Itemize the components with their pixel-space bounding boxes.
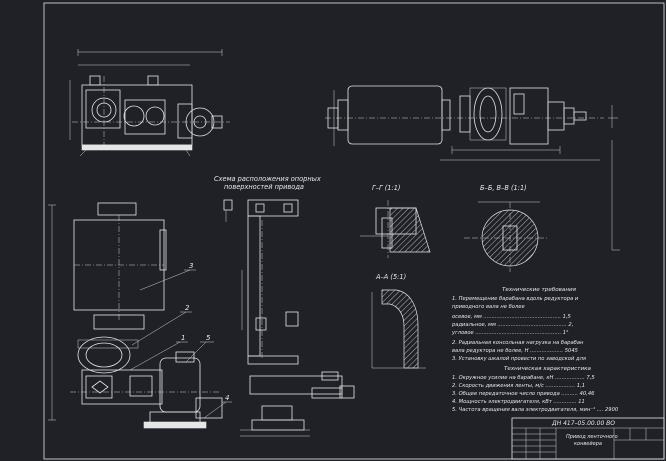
section-aa-label: А–А (5:1) — [375, 273, 406, 281]
scheme-title-line2: поверхностей привода — [224, 183, 304, 191]
callouts: 3 2 1 5 4 — [129, 262, 232, 419]
section-bb-vv — [464, 201, 548, 272]
technical-characteristics: Техническая характеристика 1. Окружное у… — [452, 366, 619, 413]
callout-4: 4 — [225, 394, 229, 402]
title-block: ДН 417–05.00.00 ВО Привод ленточного кон… — [511, 417, 665, 460]
requirements-line-4: радиальное, мм .........................… — [451, 322, 573, 328]
requirements-line-8: 3. Установку шкалой провести по заводско… — [452, 356, 586, 362]
section-bb-vv-label: Б–Б, В–В (1:1) — [480, 184, 527, 192]
section-aa — [371, 289, 426, 369]
requirements-line-6: 2. Радиальная консольная нагрузка на бар… — [452, 340, 584, 346]
gearbox-front-view — [69, 49, 230, 157]
requirements-line-7: вала редуктора не более, Н .............… — [452, 348, 579, 354]
characteristics-line-1: 1. Окружное усилие на барабане, кН .....… — [452, 375, 595, 381]
requirements-title: Технические требования — [502, 287, 577, 293]
characteristics-line-4: 4. Мощность электродвигателя, кВт ......… — [452, 399, 585, 405]
callout-3: 3 — [189, 262, 193, 270]
technical-requirements: Технические требования 1. Перемещение ба… — [451, 287, 586, 362]
requirements-line-1: 1. Перемещение барабана вдоль редуктора … — [452, 296, 579, 302]
characteristics-line-3: 3. Общее передаточное число привода ....… — [452, 391, 595, 397]
callout-1: 1 — [181, 334, 185, 342]
title-name-line1: Привод ленточного — [566, 434, 618, 440]
characteristics-title: Техническая характеристика — [504, 366, 592, 372]
title-name-line2: конвейера — [574, 441, 602, 447]
support-surfaces-scheme — [223, 199, 355, 437]
doc-number: ДН 417–05.00.00 ВО — [551, 420, 615, 427]
drive-side-view — [325, 85, 620, 251]
characteristics-line-2: 2. Скорость движения ленты, м/с ........… — [452, 383, 585, 389]
section-gg — [360, 200, 431, 258]
callout-5: 5 — [206, 334, 211, 342]
requirements-line-2: приводного вала не более — [452, 304, 525, 310]
characteristics-line-5: 5. Частота вращения вала электродвигател… — [452, 407, 619, 413]
scheme-title-line1: Схема расположения опорных — [214, 175, 321, 183]
drive-plan-view — [48, 202, 223, 429]
callout-2: 2 — [185, 304, 190, 312]
requirements-line-3: осевое, мм .............................… — [452, 314, 572, 320]
requirements-line-5: угловое ................................… — [451, 330, 569, 336]
section-gg-label: Г–Г (1:1) — [372, 184, 401, 192]
sheet-frame — [43, 2, 665, 460]
